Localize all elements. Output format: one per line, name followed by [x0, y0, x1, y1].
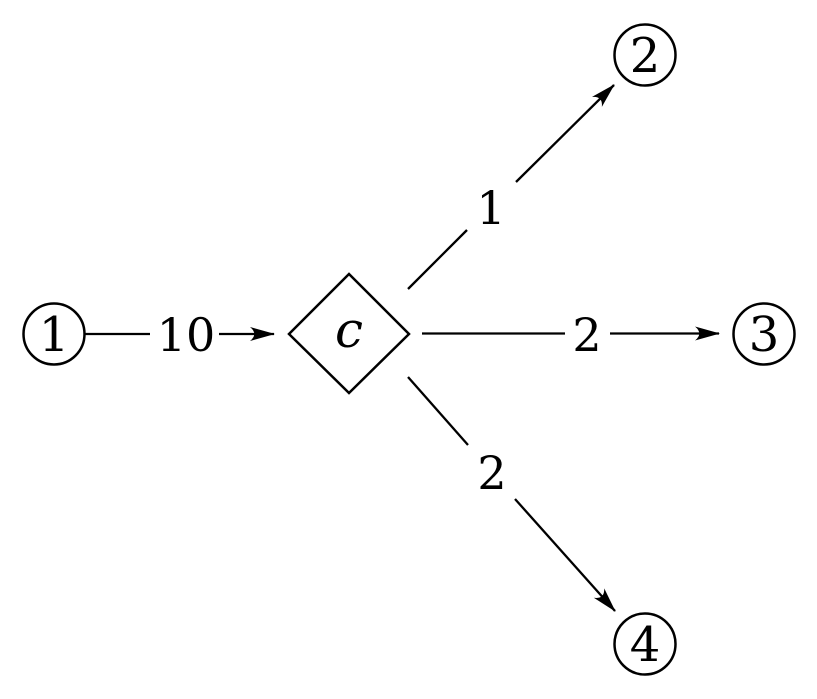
node-1-label: 1	[39, 307, 70, 363]
edge-c-4-label: 2	[477, 446, 506, 500]
edge-c-2-label: 1	[476, 181, 505, 235]
node-1-shape	[22, 302, 86, 366]
node-c: c	[287, 272, 411, 395]
node-2: 2	[613, 23, 677, 87]
edge-c-3-label: 2	[572, 308, 601, 362]
edge-1-c-label: 10	[157, 308, 216, 362]
node-2-label: 2	[630, 28, 661, 84]
node-c-shape	[287, 272, 411, 395]
edge-c-4-line-arrow	[514, 498, 616, 612]
edge-c-2-line-arrow	[515, 84, 615, 183]
node-3: 3	[732, 302, 796, 366]
edge-c-3: 2	[422, 308, 720, 362]
edge-c-2-line-a	[407, 229, 468, 290]
node-3-shape	[732, 302, 796, 366]
edge-1-c: 10	[85, 308, 275, 362]
edge-c-4-line-a	[407, 376, 469, 446]
node-c-label: c	[335, 301, 363, 359]
edge-c-2: 1	[407, 84, 615, 290]
node-4-label: 4	[630, 617, 661, 673]
node-1: 1	[22, 302, 86, 366]
edge-c-4: 2	[407, 376, 616, 612]
node-4-shape	[613, 612, 677, 676]
node-2-shape	[613, 23, 677, 87]
node-4: 4	[613, 612, 677, 676]
node-3-label: 3	[749, 307, 780, 363]
